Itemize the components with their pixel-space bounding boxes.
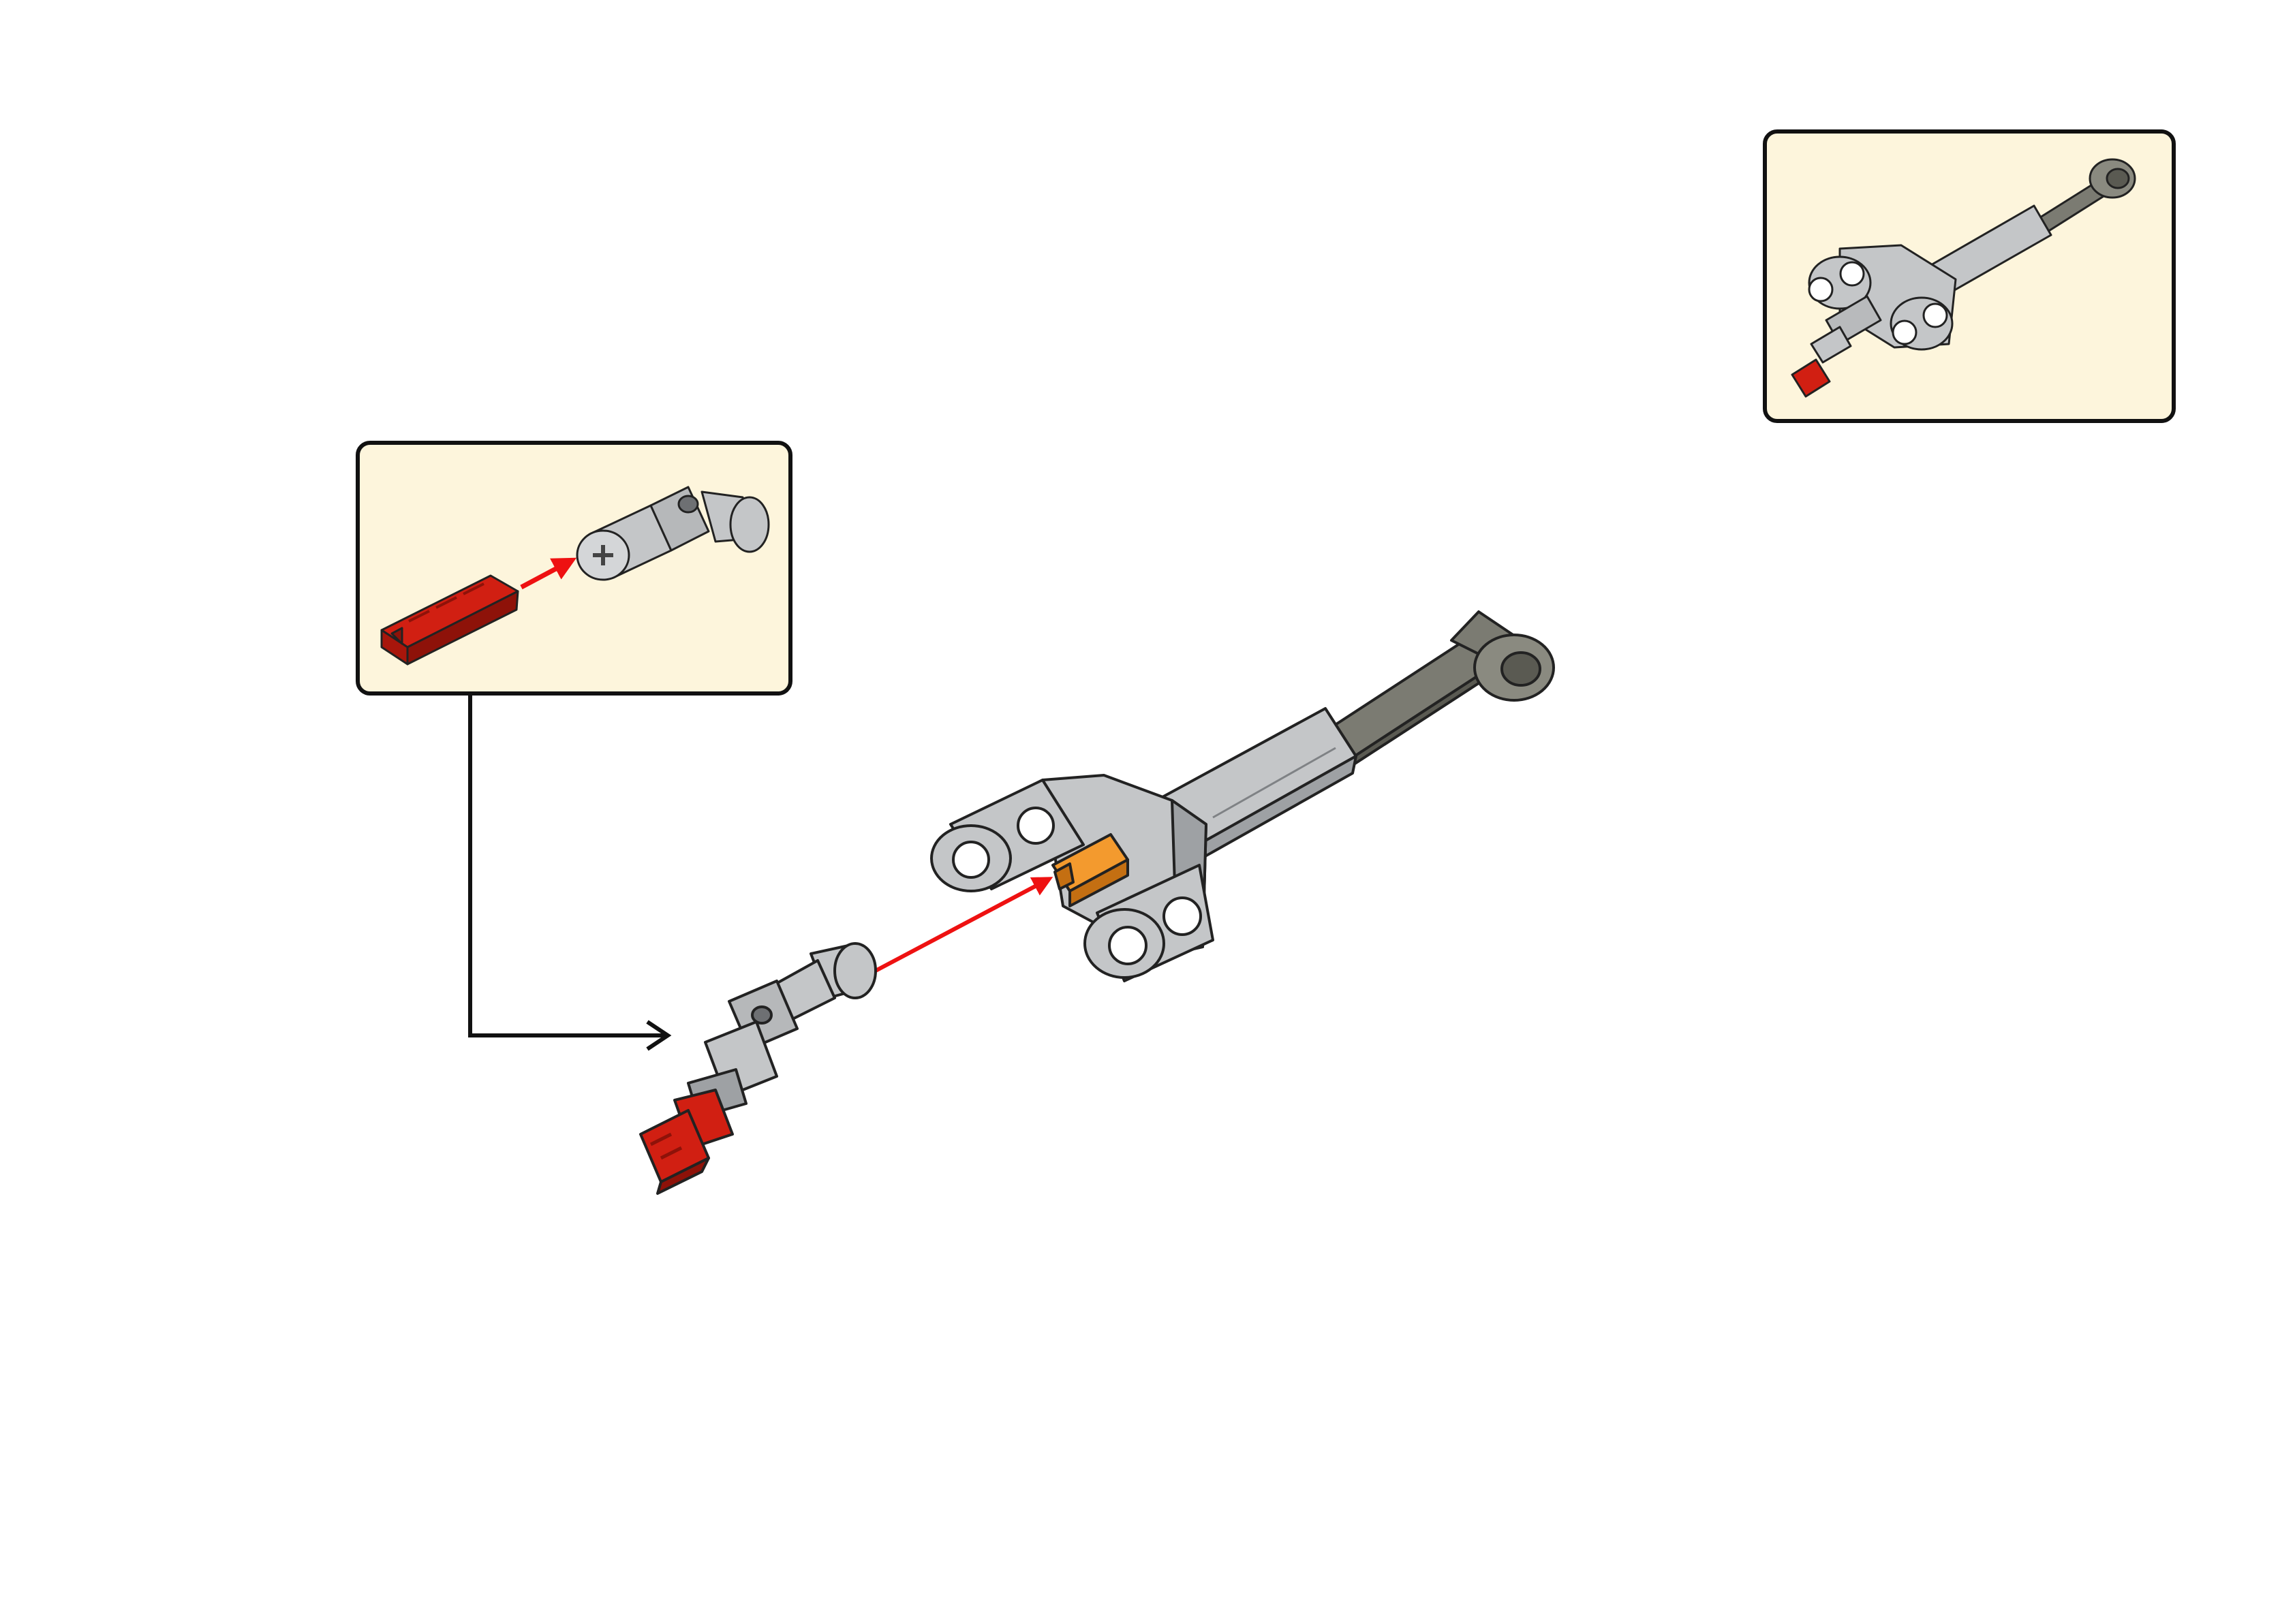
red-axle-connector <box>380 574 519 666</box>
arrow-right-icon <box>468 693 672 1051</box>
red-axle-connector <box>639 1089 734 1195</box>
insert-arrow-icon <box>520 557 577 590</box>
sub-assembly-callout <box>356 441 792 696</box>
orange-axle <box>1051 833 1129 907</box>
result-preview-callout <box>1763 129 2176 423</box>
universal-joint-callout <box>576 486 770 581</box>
steering-arm <box>930 610 1555 982</box>
result-assembly <box>1791 158 2136 398</box>
insert-arrow-icon <box>874 877 1053 973</box>
